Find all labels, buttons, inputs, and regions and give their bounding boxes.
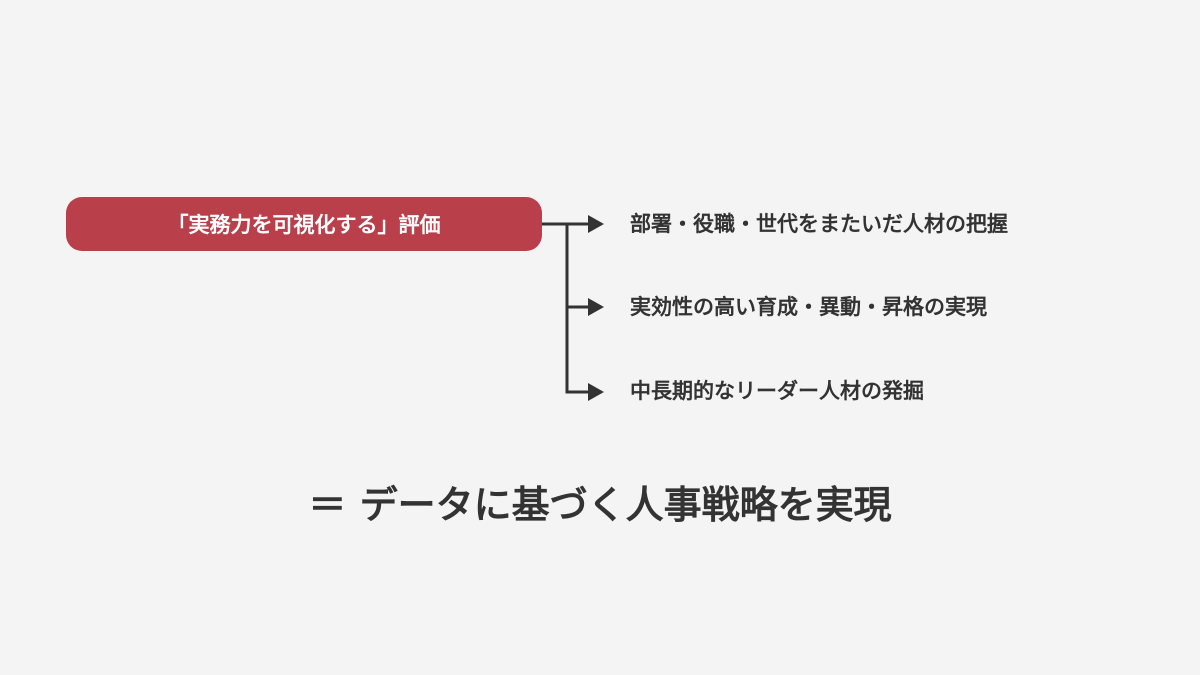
source-box: 「実務力を可視化する」評価 (66, 197, 542, 251)
outcome-item: 実効性の高い育成・異動・昇格の実現 (630, 295, 987, 319)
connector-trunk (542, 222, 590, 394)
outcome-item: 部署・役職・世代をまたいだ人材の把握 (630, 212, 1008, 236)
summary-text: ＝ データに基づく人事戦略を実現 (308, 483, 892, 527)
source-label: 「実務力を可視化する」評価 (167, 213, 441, 237)
outcome-item: 中長期的なリーダー人材の発掘 (630, 379, 924, 403)
arrow-icon (588, 298, 604, 316)
arrow-icon (588, 215, 604, 233)
arrow-icon (588, 383, 604, 401)
